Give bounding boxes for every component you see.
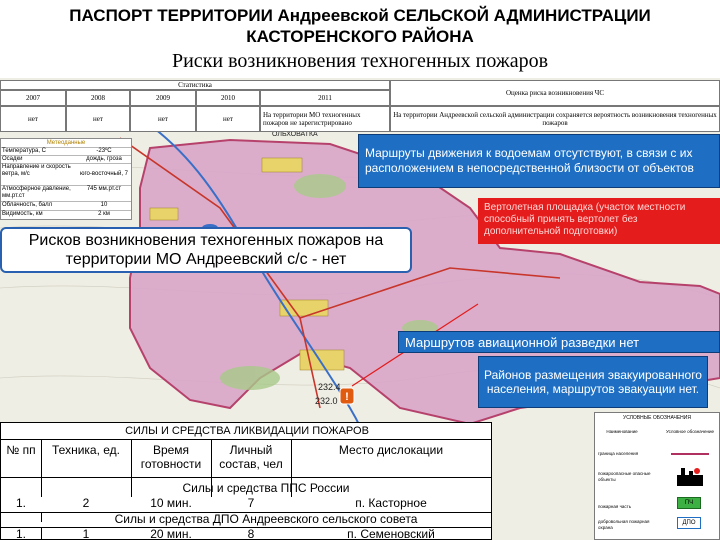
map-legend: УСЛОВНЫЕ ОБОЗНАЧЕНИЯ Наименование Условн… (594, 412, 720, 540)
label-elevation-1: 232.4 (318, 382, 341, 392)
forces-title: СИЛЫ И СРЕДСТВА ЛИКВИДАЦИИ ПОЖАРОВ (125, 425, 369, 437)
legend-col-symbol: Условное обозначение (666, 429, 714, 434)
year-cell: 2008 (66, 90, 130, 106)
row1-readiness: 10 мин. (150, 496, 192, 510)
row2-personnel: 8 (247, 527, 255, 540)
value-cell: нет (0, 106, 66, 132)
meteo-row: Видимость, км 2 км (1, 210, 131, 219)
meteo-param: Видимость, км (2, 211, 43, 217)
row2-number: 1. (15, 527, 26, 540)
col-divider (211, 439, 212, 497)
meteo-table: Метеоданные Температура, С -23ºС Осадки … (0, 138, 132, 220)
row1-location: п. Касторное (355, 496, 427, 510)
statistics-caption: Статистика (0, 80, 390, 90)
legend-item: пожароопасные опасные объекты (598, 471, 651, 482)
year-cell: 2009 (130, 90, 196, 106)
meteo-row: Направление и скорость ветра, м/с юго-во… (1, 163, 131, 185)
meteo-row: Облачность, балл 10 (1, 201, 131, 210)
row1-equipment: 2 (82, 496, 90, 510)
meteo-value: 10 (100, 202, 108, 208)
col-header-number: № пп (6, 443, 36, 457)
col-divider (41, 527, 42, 540)
helipad-marker-icon: ! (339, 387, 355, 405)
assessment-text: На территории Андреевской сельской админ… (390, 106, 720, 132)
district-area (129, 138, 720, 426)
water-routes-callout: Маршруты движения к водоемам отсутствуют… (358, 134, 720, 188)
factory-icon (677, 468, 703, 486)
meteo-row: Осадки дождь, гроза (1, 155, 131, 163)
value-cell: нет (130, 106, 196, 132)
year-cell: 2010 (196, 90, 260, 106)
meteo-param: Осадки (2, 156, 23, 162)
value-cell: нет (196, 106, 260, 132)
fire-station-badge: ПЧ (677, 497, 701, 509)
col-divider (131, 439, 132, 497)
dpo-badge: ДПО (677, 517, 701, 529)
meteo-row: Температура, С -23ºС (1, 147, 131, 155)
label-olkhovatka: ОЛЬХОВАТКА (272, 131, 318, 138)
legend-item: добровольная пожарная охрана (598, 519, 650, 530)
meteo-param: Атмосферное давление, мм.рт.ст (2, 186, 71, 199)
legend-item: пожарная часть (598, 504, 632, 509)
page-title-line2: КАСТОРЕНСКОГО РАЙОНА (246, 27, 474, 46)
meteo-value: дождь, гроза (86, 156, 122, 162)
row-divider (1, 439, 491, 440)
page-subtitle: Риски возникновения техногенных пожаров (171, 50, 549, 72)
meteo-row: Атмосферное давление, мм.рт.ст 745 мм.рт… (1, 185, 131, 201)
aviation-callout: Маршрутов авиационной разведки нет (398, 331, 720, 353)
col-header-readiness: Время готовности (140, 443, 202, 471)
col-divider (41, 439, 42, 497)
col-header-personnel: Личный состав, чел (219, 443, 283, 471)
row2-equipment: 1 (82, 527, 90, 540)
value-cell: нет (66, 106, 130, 132)
group-dpo: Силы и средства ДПО Андреевского сельско… (114, 512, 418, 526)
statistics-table: Статистика 2007 2008 2009 2010 2011 нет … (0, 78, 720, 134)
row2-location: п. Семеновский (347, 527, 435, 540)
road (299, 267, 561, 319)
helipad-callout: Вертолетная площадка (участок местности … (478, 198, 720, 244)
col-header-equipment: Техника, ед. (52, 443, 120, 457)
col-divider (291, 439, 292, 497)
year-cell: 2007 (0, 90, 66, 106)
meteo-param: Направление и скорость ветра, м/с (2, 164, 71, 177)
row1-number: 1. (15, 496, 26, 510)
risk-callout: Рисков возникновения техногенных пожаров… (0, 227, 412, 273)
row-divider (1, 512, 491, 513)
meteo-title: Метеоданные (46, 140, 86, 146)
helipad-marker-label: ! (345, 391, 349, 403)
evacuation-callout: Районов размещения эвакуированного насел… (478, 356, 708, 408)
row-divider (1, 477, 491, 478)
legend-item: граница населения (598, 451, 639, 456)
meteo-value: юго-восточный, 7 (79, 171, 128, 177)
group-pps-russia: Силы и средства ППС России (182, 481, 350, 495)
meteo-param: Облачность, балл (2, 202, 53, 208)
year-cell: 2011 (260, 90, 390, 106)
row-divider (1, 527, 491, 528)
meteo-param: Температура, С (2, 148, 47, 154)
meteo-value: 745 мм.рт.ст (86, 186, 122, 192)
forces-table: СИЛЫ И СРЕДСТВА ЛИКВИДАЦИИ ПОЖАРОВ № пп … (0, 422, 492, 540)
value-cell: На территории МО техногенных пожаров не … (260, 106, 390, 132)
meteo-value: -23ºС (96, 148, 112, 154)
label-elevation-2: 232.0 (315, 396, 338, 406)
legend-col-name: Наименование (606, 429, 638, 434)
col-divider (41, 512, 42, 522)
page-header: ПАСПОРТ ТЕРРИТОРИИ Андреевской СЕЛЬСКОЙ … (0, 0, 720, 78)
meteo-value: 2 км (98, 211, 110, 217)
border-line-icon (671, 453, 709, 455)
legend-title: УСЛОВНЫЕ ОБОЗНАЧЕНИЯ (623, 415, 691, 421)
assessment-header: Оценка риска возникновения ЧС (390, 80, 720, 106)
row1-personnel: 7 (247, 496, 255, 510)
row2-readiness: 20 мин. (150, 527, 192, 540)
col-header-location: Место дислокации (338, 443, 444, 457)
page-title: ПАСПОРТ ТЕРРИТОРИИ Андреевской СЕЛЬСКОЙ … (69, 6, 651, 25)
